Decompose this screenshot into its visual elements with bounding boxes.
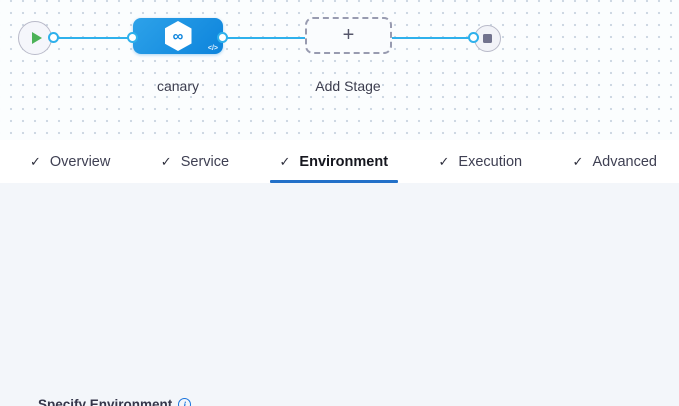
specify-environment-label: Specify Environment i <box>38 397 192 406</box>
plus-icon: + <box>342 23 355 46</box>
check-icon: ✓ <box>160 153 172 169</box>
check-icon: ✓ <box>572 153 584 169</box>
edge-connector-dot <box>468 32 479 43</box>
add-stage-label: Add Stage <box>315 78 381 94</box>
stage-node-canary[interactable]: ∞ </> <box>133 18 223 54</box>
code-icon: </> <box>207 45 218 52</box>
edge-connector-dot <box>48 32 59 43</box>
tab-execution[interactable]: ✓ Execution <box>438 153 523 170</box>
stage-tabbar: ✓ Overview ✓ Service ✓ Environment ✓ Exe… <box>0 140 679 183</box>
info-icon[interactable]: i <box>178 398 192 406</box>
cd-stage-icon: ∞ <box>172 27 184 45</box>
check-icon: ✓ <box>279 153 291 169</box>
tab-environment[interactable]: ✓ Environment <box>269 140 398 183</box>
check-icon: ✓ <box>438 153 450 169</box>
check-icon: ✓ <box>30 153 41 169</box>
pipeline-canvas: ∞ </> + canary Add Stage <box>0 0 679 140</box>
tab-overview[interactable]: ✓ Overview <box>30 153 111 170</box>
stage-name-label: canary <box>156 78 200 94</box>
pipeline-edge <box>53 37 133 39</box>
add-stage-button[interactable]: + <box>305 17 392 54</box>
environment-panel: Specify Environment i Σx ‹ Back Continue… <box>0 183 679 406</box>
edge-connector-dot <box>127 32 138 43</box>
tab-advanced[interactable]: ✓ Advanced <box>572 153 657 170</box>
stop-icon <box>483 34 492 43</box>
tab-service[interactable]: ✓ Service <box>160 153 230 170</box>
pipeline-start-node[interactable] <box>18 21 52 55</box>
edge-connector-dot <box>217 32 228 43</box>
play-icon <box>31 32 42 44</box>
hexagon-badge: ∞ <box>164 21 192 51</box>
